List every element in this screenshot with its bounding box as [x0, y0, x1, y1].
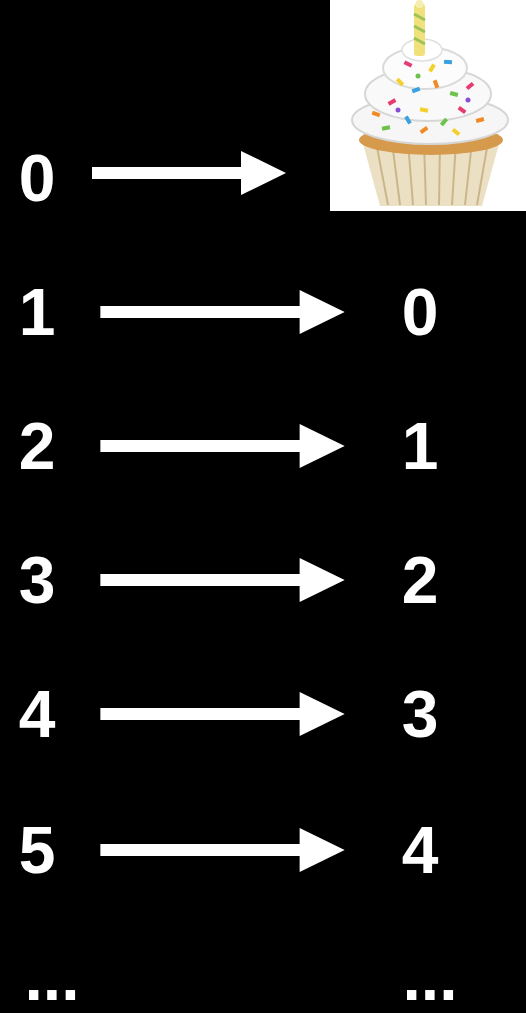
mapping-arrow: [100, 424, 344, 468]
sprinkles-part: [466, 98, 471, 103]
arrow-shaft: [100, 574, 301, 586]
sprinkles-part: [420, 126, 429, 134]
candle-part: [414, 14, 425, 44]
sprinkles-part: [396, 108, 401, 113]
candle-part: [416, 0, 424, 8]
number-node: 0: [382, 279, 459, 345]
candle-part: [414, 4, 425, 56]
sprinkles-part: [404, 116, 411, 125]
sprinkles-part: [382, 125, 391, 130]
number-node: 4: [382, 817, 459, 883]
sprinkles-part: [420, 107, 429, 112]
mapping-arrow: [100, 692, 344, 736]
number-text: 3: [402, 681, 439, 747]
number-node: 1: [0, 279, 75, 345]
arrow-head: [300, 290, 345, 334]
number-node: 2: [382, 547, 459, 613]
number-text: 0: [19, 145, 56, 211]
arrow-head: [300, 828, 345, 872]
number-text: 3: [19, 547, 56, 613]
number-text: 1: [19, 279, 56, 345]
number-node: 3: [0, 547, 75, 613]
number-node: 5: [0, 817, 75, 883]
ellipsis-label: ...: [402, 944, 457, 1010]
number-text: 2: [402, 547, 439, 613]
number-text: 5: [19, 817, 56, 883]
arrow-shaft: [100, 440, 301, 452]
sprinkles-part: [466, 82, 475, 90]
sprinkles-part: [428, 64, 435, 73]
sprinkles-part: [458, 106, 467, 114]
arrow-shaft: [100, 708, 301, 720]
arrow-head: [300, 558, 345, 602]
number-node: 2: [0, 413, 75, 479]
sprinkles-part: [440, 118, 448, 127]
number-text: 0: [402, 279, 439, 345]
sprinkles: [372, 60, 485, 136]
arrow-head: [300, 692, 345, 736]
photo-frame: [330, 0, 526, 211]
sprinkles-part: [404, 60, 413, 67]
arrow-to-cupcake-part: [241, 151, 286, 195]
arrow-shaft: [100, 306, 301, 318]
mapping-arrow: [100, 558, 344, 602]
number-node: 0: [0, 145, 75, 211]
sprinkles-part: [433, 80, 439, 89]
candle: [414, 0, 425, 56]
number-node: 1: [382, 413, 459, 479]
sprinkles-part: [476, 117, 485, 123]
sprinkles-part: [412, 87, 421, 93]
number-text: 1: [402, 413, 439, 479]
mapping-arrow: [100, 828, 344, 872]
mapping-arrow: [100, 290, 344, 334]
number-text: 2: [19, 413, 56, 479]
sprinkles-part: [450, 91, 459, 97]
sprinkles-part: [396, 78, 404, 86]
ellipsis-label: ...: [24, 944, 79, 1010]
sprinkles-part: [388, 98, 397, 105]
arrow-to-cupcake-part: [92, 167, 243, 179]
sprinkles-part: [444, 60, 452, 65]
number-text: 4: [19, 681, 56, 747]
cupcake-frosting: [352, 39, 508, 144]
number-node: 3: [382, 681, 459, 747]
sprinkles-part: [416, 74, 421, 79]
arrow-shaft: [100, 844, 301, 856]
arrow-head: [300, 424, 345, 468]
sprinkles-part: [452, 128, 461, 136]
sprinkles-part: [372, 111, 381, 117]
number-text: 4: [402, 817, 439, 883]
number-node: 4: [0, 681, 75, 747]
arrow-to-cupcake: [92, 151, 286, 195]
